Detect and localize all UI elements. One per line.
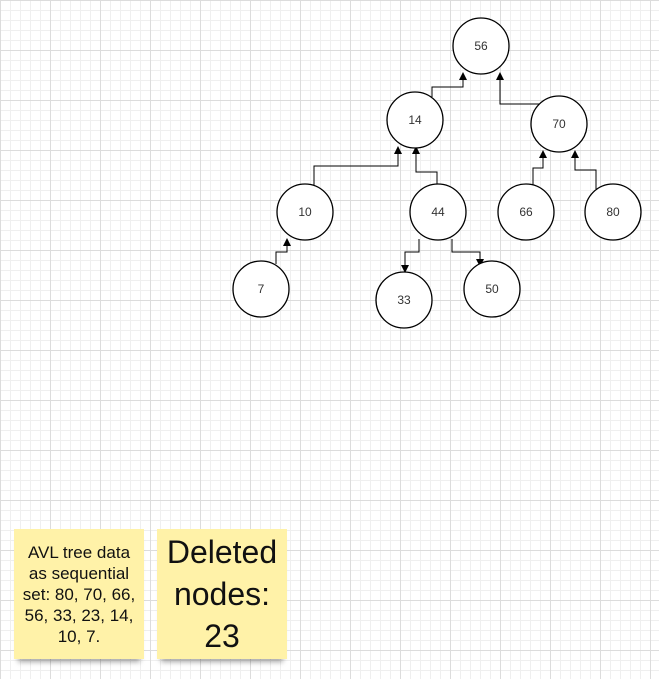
tree-node-10[interactable]: 10	[276, 183, 334, 241]
tree-node-50[interactable]: 50	[463, 260, 521, 318]
edges-layer	[275, 72, 597, 273]
tree-node-circle	[463, 260, 521, 318]
tree-node-label: 33	[397, 293, 411, 307]
tree-node-70[interactable]: 70	[530, 95, 588, 153]
edge-44-to-14[interactable]	[412, 146, 438, 186]
tree-node-33[interactable]: 33	[375, 271, 433, 329]
edge-10-to-14[interactable]	[313, 146, 402, 186]
tree-node-label: 70	[552, 117, 566, 131]
avl-data-note-text: AVL tree data as sequential set: 80, 70,…	[22, 542, 136, 646]
tree-node-56[interactable]: 56	[452, 17, 510, 75]
tree-node-14[interactable]: 14	[386, 91, 444, 149]
tree-node-label: 7	[258, 282, 265, 296]
tree-node-7[interactable]: 7	[232, 260, 290, 318]
edge-66-to-70[interactable]	[532, 150, 547, 186]
edge-44-to-50[interactable]	[451, 239, 484, 267]
tree-node-44[interactable]: 44	[409, 183, 467, 241]
nodes-layer: 56 14 70 10 44 66 80 7 33 50	[232, 17, 642, 329]
tree-node-circle	[232, 260, 290, 318]
tree-node-label: 50	[485, 282, 499, 296]
edge-7-to-10[interactable]	[275, 238, 291, 264]
tree-node-label: 44	[431, 205, 445, 219]
tree-node-label: 10	[298, 205, 312, 219]
tree-node-label: 66	[519, 205, 533, 219]
tree-node-label: 14	[408, 113, 422, 127]
edge-70-to-56[interactable]	[496, 72, 540, 105]
edge-80-to-70[interactable]	[571, 150, 597, 189]
tree-node-label: 80	[606, 205, 620, 219]
deleted-nodes-note-text: Deleted nodes: 23	[166, 534, 278, 654]
tree-node-80[interactable]: 80	[584, 183, 642, 241]
tree-node-circle	[497, 183, 555, 241]
edge-14-to-56[interactable]	[431, 72, 467, 97]
edge-44-to-33[interactable]	[401, 239, 420, 273]
tree-node-circle	[386, 91, 444, 149]
avl-data-note[interactable]: AVL tree data as sequential set: 80, 70,…	[14, 529, 144, 659]
tree-node-circle	[409, 183, 467, 241]
tree-node-label: 56	[474, 39, 488, 53]
deleted-nodes-note[interactable]: Deleted nodes: 23	[157, 529, 287, 659]
tree-node-circle	[530, 95, 588, 153]
tree-node-circle	[584, 183, 642, 241]
tree-node-circle	[375, 271, 433, 329]
tree-node-66[interactable]: 66	[497, 183, 555, 241]
tree-node-circle	[452, 17, 510, 75]
tree-node-circle	[276, 183, 334, 241]
